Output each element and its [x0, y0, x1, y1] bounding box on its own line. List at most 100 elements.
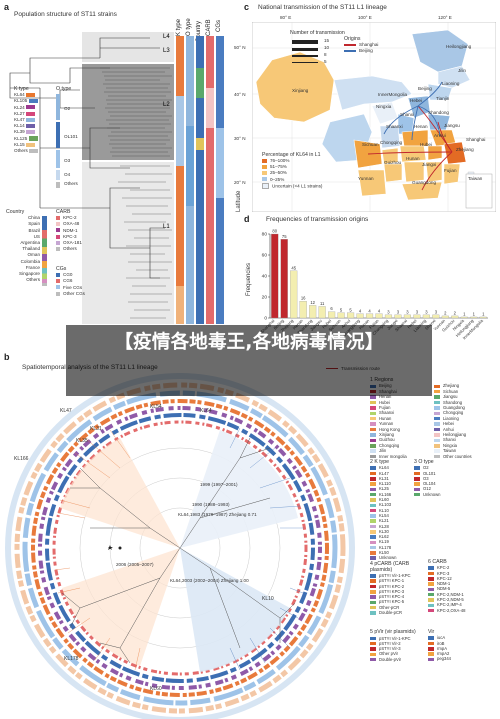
ktype-b-row: KL110: [370, 481, 410, 486]
ktype-item: KL15: [14, 141, 25, 147]
region-row: Chongqing: [370, 443, 432, 448]
ktype-b-swatch: [370, 508, 376, 513]
otype-item: O4: [64, 172, 71, 178]
ktype-b-row: KL25: [370, 486, 410, 491]
pcarb-swatch: [370, 574, 376, 578]
lat-label: 50° N: [234, 45, 246, 50]
province-label: Henan: [414, 124, 428, 129]
otype-legend: O type O2 OL101 O3 O4 Others: [56, 86, 78, 190]
vir-label: rmpA: [437, 645, 448, 651]
region-swatch: [370, 449, 376, 453]
carb-item: NDM-1: [63, 227, 78, 233]
ktype-b-row: KL178: [370, 545, 410, 550]
transmission-number-legend: Number of transmission 15 10 8 5: [290, 30, 345, 72]
cgs-legend: CGs CG0 CG6 Five CGs Other CGs: [56, 266, 85, 297]
ring-pcarb: [31, 399, 329, 697]
otype-b-label: OL104: [423, 481, 436, 487]
ktype-b-swatch: [370, 519, 376, 523]
transmission-count: 8: [324, 52, 327, 58]
region-swatch: [370, 438, 376, 443]
ktype-b-label: KL25: [379, 486, 389, 492]
panel-letter-c: c: [244, 2, 250, 12]
lon-label: 120° E: [438, 15, 452, 20]
tree-annotation: KL10: [262, 596, 274, 602]
ktype-item: KL14: [14, 123, 25, 129]
country-item: Colombia: [20, 258, 40, 264]
region-row: Fujian: [370, 405, 432, 410]
vir-label: rmpA2: [437, 651, 450, 657]
carb-item: Others: [63, 246, 77, 252]
region-row: Henan: [370, 394, 432, 399]
tree-annotation: KL54: [150, 404, 162, 410]
region-row: Hong Kong: [370, 427, 432, 432]
carb-b-label: KPC-2,NDM-1: [437, 591, 464, 597]
otype-item: OL101: [64, 134, 78, 140]
tree-annotation: 1990 (1988–1993): [192, 502, 230, 507]
bar: [384, 314, 393, 319]
ktype-b-swatch: [370, 535, 376, 539]
vir-row: iroB: [428, 641, 488, 646]
pvir-swatch: [370, 652, 376, 657]
transmission-arrows: [367, 81, 453, 191]
bar: [422, 314, 430, 319]
province-anhui: [427, 145, 443, 161]
percentage-item: Uncertain (<4 L1 strains): [272, 183, 323, 189]
region-swatch: [370, 454, 376, 459]
province-label: InnerMongolia: [378, 92, 408, 97]
transmission-count: 5: [324, 59, 327, 65]
tree-annotation: KL64: [200, 408, 212, 414]
pcarb-row: pSTYI Vir-1-KPC: [370, 573, 424, 578]
tree-leaves: [100, 67, 172, 319]
bar: [328, 311, 336, 319]
pcarb-label: Double-pCR: [379, 610, 403, 616]
transmission-count: 15: [324, 38, 330, 44]
country-item: Thailand: [22, 246, 40, 252]
otype-item: O2: [64, 106, 71, 112]
region-swatch: [434, 433, 440, 437]
pvir-label: Other pVir: [379, 651, 399, 657]
bar: [375, 313, 383, 319]
y-tick-label: 20: [262, 295, 268, 301]
region-row: Chongqing: [434, 410, 496, 415]
panel-d-title: Frequencies of transmission origins: [266, 216, 369, 223]
pcarb-swatch: [370, 584, 376, 589]
province-label: Chongqing: [380, 140, 403, 145]
region-swatch: [434, 411, 440, 416]
ktype-b-row: KL30: [370, 529, 410, 534]
bar-data-label: 80: [272, 229, 277, 234]
ktype-b-label: KL64: [379, 465, 389, 471]
ktype-b-label: KL31: [379, 475, 389, 481]
ktype-b-swatch: [370, 540, 376, 545]
ktype-b-row: KL19: [370, 539, 410, 544]
region-swatch: [434, 454, 440, 459]
ktype-b-swatch: [370, 524, 376, 529]
otype-b-label: OL101: [423, 470, 436, 476]
x-tick-label: Hebei: [406, 318, 417, 329]
population-tree: L4 L3 L2 L1: [9, 32, 224, 324]
region-row: Anhui: [434, 427, 496, 432]
region-row: Taiwan: [434, 448, 496, 453]
region-label: Chongqing: [379, 442, 400, 448]
country-legend-title: Country: [6, 209, 25, 215]
pcarb-legend-title: 4 pCARB (CARB plasmids): [370, 561, 410, 573]
pcarb-row: pSTYI KPC-5: [370, 599, 424, 604]
y-tick-label: 80: [262, 232, 268, 238]
province-label: Guangdong: [412, 180, 437, 185]
ktype-b-swatch: [370, 482, 376, 486]
ktype-item: KL39: [14, 129, 25, 135]
panel-letter-d: d: [244, 214, 250, 224]
region-row: Yunnan: [370, 421, 432, 426]
ktype-b-label: KL54: [379, 512, 389, 518]
region-swatch: [370, 422, 376, 426]
region-label: Guangdong: [443, 405, 465, 411]
region-label: Jilin: [379, 448, 387, 454]
ktype-b-row: KL28: [370, 524, 410, 529]
clade-label-l4: L4: [163, 34, 170, 40]
country-item: Oman: [27, 252, 40, 258]
province-label: Tianjin: [436, 96, 450, 101]
tree-annotation: KL31: [90, 426, 102, 432]
province-guizhou: [383, 163, 403, 183]
